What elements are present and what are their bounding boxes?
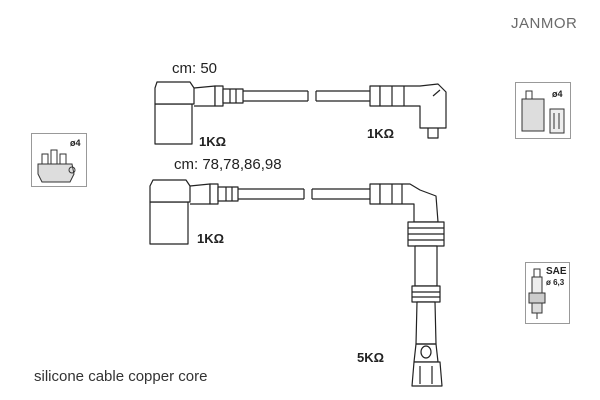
boot-spark-plug-long bbox=[369, 183, 445, 387]
wire-bottom-left-segment bbox=[238, 188, 305, 200]
coil-diameter-label: ø4 bbox=[552, 89, 563, 99]
cable-length-short: cm: 50 bbox=[172, 60, 218, 77]
boot-angled-top bbox=[369, 83, 447, 139]
resistance-label-2: 1KΩ bbox=[367, 126, 395, 141]
resistance-label-3: 1KΩ bbox=[197, 231, 225, 246]
wire-bottom-right-segment bbox=[311, 188, 370, 200]
cable-length-long: cm: 78,78,86,98 bbox=[174, 156, 282, 173]
resistance-label-4: 5KΩ bbox=[357, 350, 385, 365]
brand-name: JANMOR bbox=[511, 15, 578, 32]
distributor-cap-icon-box: ø4 bbox=[31, 133, 87, 187]
ignition-coil-icon bbox=[521, 90, 565, 134]
distributor-cap-icon bbox=[37, 149, 76, 183]
ignition-coil-icon-box: ø4 bbox=[515, 82, 571, 139]
resistance-label-1: 1KΩ bbox=[199, 134, 227, 149]
distributor-diameter-label: ø4 bbox=[70, 138, 81, 148]
spark-plug-standard-label: SAE bbox=[546, 266, 567, 277]
wire-top-right-segment bbox=[315, 90, 370, 102]
spark-plug-icon-box: SAE ø 6,3 bbox=[525, 262, 570, 324]
spark-plug-icon bbox=[528, 268, 546, 319]
boot-straight-bottom bbox=[149, 179, 239, 245]
boot-straight-top bbox=[154, 81, 244, 145]
wire-top-left-segment bbox=[243, 90, 309, 102]
spark-plug-diameter-label: ø 6,3 bbox=[546, 278, 565, 287]
cable-description: silicone cable copper core bbox=[34, 368, 208, 385]
